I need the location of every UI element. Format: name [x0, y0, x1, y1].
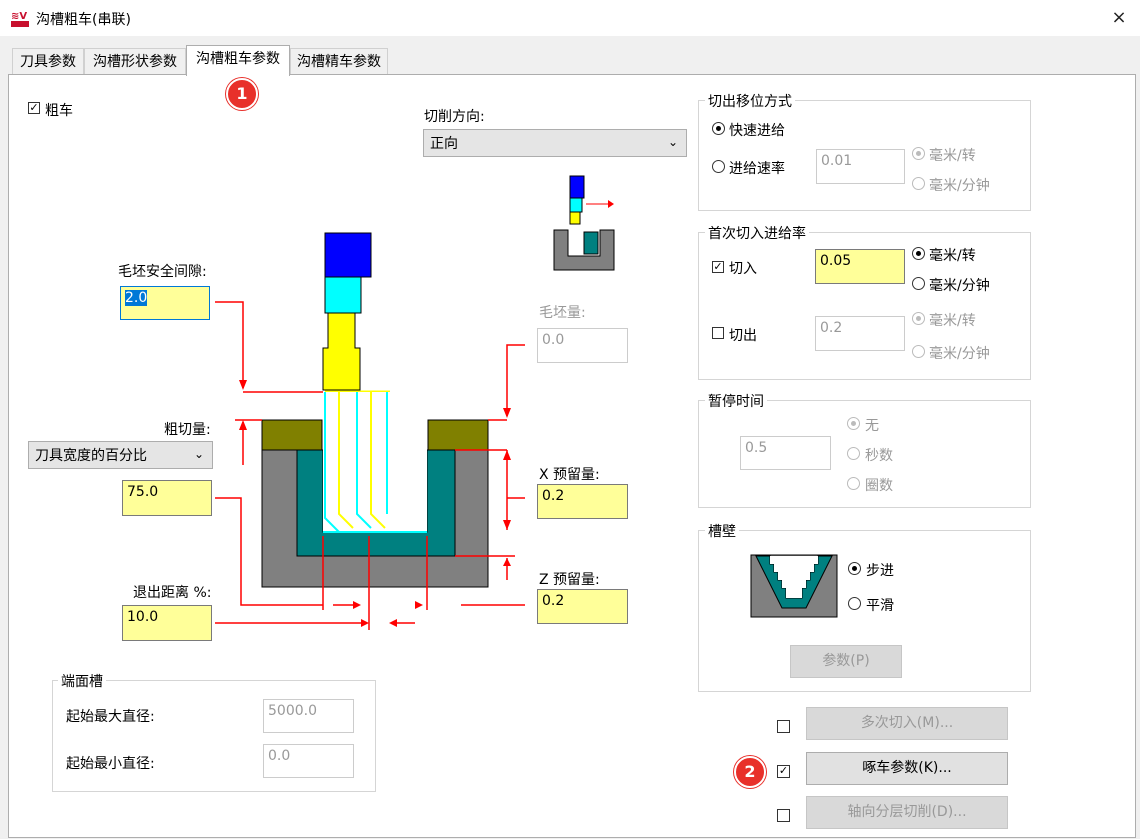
step-badge-2: 2 — [734, 756, 766, 788]
rough-step-input[interactable]: 75.0 — [122, 480, 212, 516]
peck-checkbox[interactable]: ✓ — [777, 764, 790, 778]
dwell-input[interactable]: 0.5 — [740, 436, 831, 470]
retract-label: 退出距离 %: — [133, 585, 212, 601]
plunge-in-input[interactable]: 0.05 — [815, 249, 905, 284]
x-stock-input[interactable]: 0.2 — [537, 484, 628, 519]
tab-tool-params[interactable]: 刀具参数 — [12, 48, 84, 75]
exit-move-group — [698, 100, 1031, 211]
start-max-diameter-label: 起始最大直径: — [66, 709, 155, 725]
title-bar — [0, 0, 1140, 36]
stock-clearance-input[interactable]: 2.0 — [120, 286, 210, 320]
dwell-seconds-label: 秒数 — [865, 448, 893, 464]
plunge-out-unit-rev-label: 毫米/转 — [929, 313, 976, 329]
plunge-in-unit-rev-radio[interactable] — [912, 247, 925, 260]
plunge-in-unit-rev-label: 毫米/转 — [929, 248, 976, 264]
chevron-down-icon: ⌄ — [667, 135, 678, 149]
dwell-seconds-radio[interactable] — [847, 447, 860, 460]
wall-params-button[interactable]: 参数(P) — [790, 645, 902, 678]
plunge-out-unit-rev-radio[interactable] — [912, 312, 925, 325]
multi-pass-checkbox[interactable] — [777, 720, 790, 733]
depth-cut-checkbox[interactable] — [777, 809, 790, 822]
plunge-out-input[interactable]: 0.2 — [815, 316, 905, 351]
wall-smooth-label: 平滑 — [866, 598, 894, 614]
tab-groove-finish[interactable]: 沟槽精车参数 — [290, 48, 388, 75]
x-stock-label: X 预留量: — [539, 467, 600, 483]
rapid-label: 快速进给 — [729, 123, 785, 139]
plunge-out-label: 切出 — [729, 328, 757, 344]
svg-text:≋V: ≋V — [11, 11, 27, 22]
multi-pass-button[interactable]: 多次切入(M)... — [806, 707, 1008, 740]
plunge-in-unit-min-radio[interactable] — [912, 277, 925, 290]
feed-rate-radio[interactable] — [712, 160, 725, 173]
peck-params-button[interactable]: 啄车参数(K)... — [806, 752, 1008, 785]
wall-smooth-radio[interactable] — [848, 597, 861, 610]
stock-clearance-value: 2.0 — [125, 290, 148, 306]
feed-rate-input[interactable]: 0.01 — [816, 149, 905, 184]
dwell-none-label: 无 — [865, 418, 879, 434]
first-plunge-group — [698, 232, 1031, 380]
z-stock-label: Z 预留量: — [539, 572, 600, 588]
retract-input[interactable]: 10.0 — [122, 605, 212, 641]
exit-unit-rev-label: 毫米/转 — [929, 148, 976, 164]
wall-step-label: 步进 — [866, 563, 894, 579]
plunge-out-unit-min-radio[interactable] — [912, 345, 925, 358]
feed-rate-label: 进给速率 — [729, 161, 785, 177]
wall-title: 槽壁 — [705, 521, 739, 541]
rapid-radio[interactable] — [712, 122, 725, 135]
close-button[interactable]: × — [1111, 7, 1127, 28]
window-title: 沟槽粗车(串联) — [36, 12, 131, 28]
wall-step-diagram — [750, 554, 838, 618]
rough-checkbox[interactable]: ✓ — [28, 101, 40, 114]
dwell-revs-radio[interactable] — [847, 477, 860, 490]
step-badge-1: 1 — [226, 78, 258, 110]
rough-label: 粗车 — [45, 103, 73, 119]
dwell-title: 暂停时间 — [705, 391, 767, 411]
cut-direction-label: 切削方向: — [424, 109, 485, 125]
plunge-in-checkbox[interactable]: ✓ — [712, 260, 724, 273]
dwell-revs-label: 圈数 — [865, 478, 893, 494]
plunge-in-label: 切入 — [729, 261, 757, 277]
depth-cut-button[interactable]: 轴向分层切削(D)... — [806, 796, 1008, 829]
app-logo-icon: ≋V — [10, 8, 30, 28]
face-groove-title: 端面槽 — [58, 671, 106, 691]
dwell-none-radio[interactable] — [847, 417, 860, 430]
z-stock-input[interactable]: 0.2 — [537, 589, 628, 624]
stock-amount-label: 毛坯量: — [539, 305, 586, 321]
first-plunge-title: 首次切入进给率 — [705, 223, 809, 243]
rough-step-select[interactable]: 刀具宽度的百分比 ⌄ — [28, 441, 213, 469]
plunge-in-unit-min-label: 毫米/分钟 — [929, 278, 990, 294]
rough-step-select-value: 刀具宽度的百分比 — [35, 448, 147, 464]
chevron-down-icon: ⌄ — [193, 447, 204, 461]
groove-diagram — [215, 232, 525, 630]
face-groove-group — [52, 680, 376, 792]
start-max-diameter-input[interactable]: 5000.0 — [263, 699, 354, 733]
exit-unit-rev-radio[interactable] — [912, 147, 925, 160]
start-min-diameter-label: 起始最小直径: — [66, 756, 155, 772]
cut-direction-select[interactable]: 正向 ⌄ — [423, 129, 687, 157]
plunge-out-unit-min-label: 毫米/分钟 — [929, 346, 990, 362]
exit-unit-min-radio[interactable] — [912, 177, 925, 190]
start-min-diameter-input[interactable]: 0.0 — [263, 744, 354, 778]
tab-groove-shape[interactable]: 沟槽形状参数 — [84, 48, 186, 75]
rough-step-label: 粗切量: — [164, 422, 211, 438]
wall-group — [698, 530, 1031, 692]
cut-direction-value: 正向 — [430, 136, 458, 152]
tab-groove-rough[interactable]: 沟槽粗车参数 — [186, 45, 290, 76]
dwell-group — [698, 400, 1031, 508]
wall-step-radio[interactable] — [848, 562, 861, 575]
direction-diagram — [553, 175, 615, 271]
stock-amount-input[interactable]: 0.0 — [537, 328, 628, 363]
exit-move-title: 切出移位方式 — [705, 91, 795, 111]
exit-unit-min-label: 毫米/分钟 — [929, 178, 990, 194]
stock-clearance-label: 毛坯安全间隙: — [118, 264, 207, 280]
plunge-out-checkbox[interactable] — [712, 327, 724, 339]
